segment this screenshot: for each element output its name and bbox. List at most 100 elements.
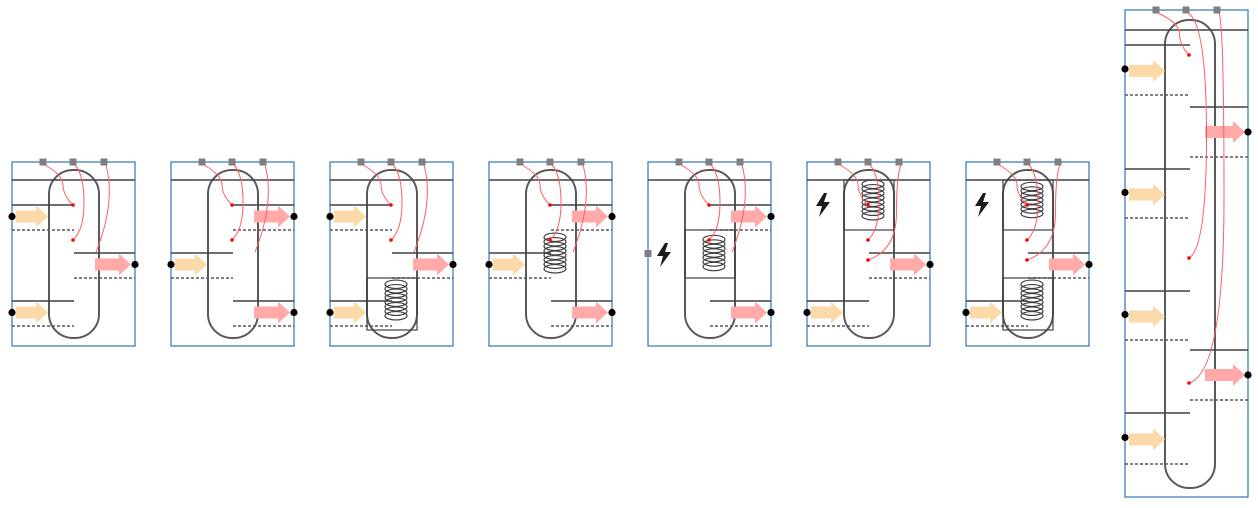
sensor-port bbox=[1213, 6, 1221, 14]
sensor-port bbox=[895, 158, 903, 166]
coil-heat-exchanger bbox=[543, 232, 567, 274]
sensor-point bbox=[389, 203, 393, 207]
sensor-point bbox=[866, 238, 870, 242]
sensor-wire bbox=[867, 164, 880, 241]
sensor-wire bbox=[1188, 12, 1225, 384]
coil-turn bbox=[543, 259, 567, 270]
connector-dot bbox=[326, 212, 334, 221]
inlet-arrow bbox=[16, 301, 48, 324]
connector-dot bbox=[449, 260, 457, 269]
sensor-port bbox=[387, 158, 395, 166]
sensor-wire bbox=[1187, 12, 1208, 259]
tank-body bbox=[48, 169, 100, 339]
sensor-wire bbox=[413, 164, 428, 253]
heater-compartment bbox=[1002, 277, 1054, 331]
outlet-arrow bbox=[95, 253, 131, 276]
outlet-arrow bbox=[254, 301, 290, 324]
coil-turn bbox=[702, 257, 726, 267]
outlet-arrow bbox=[1205, 121, 1245, 143]
sensor-point bbox=[1187, 256, 1191, 260]
sensor-port bbox=[834, 158, 842, 166]
sensor-point bbox=[1025, 203, 1029, 207]
storage-tank-7 bbox=[962, 158, 1093, 347]
sensor-wire bbox=[203, 164, 233, 206]
sensor-point bbox=[866, 258, 870, 262]
sensor-wire bbox=[708, 164, 721, 241]
sensor-point bbox=[707, 238, 711, 242]
storage-tank-5 bbox=[644, 158, 775, 347]
outlet-arrow bbox=[254, 205, 290, 228]
coil-heat-exchanger bbox=[1020, 279, 1044, 321]
sensor-point bbox=[548, 238, 552, 242]
sensor-point bbox=[1025, 238, 1029, 242]
connector-dot bbox=[290, 308, 298, 317]
sensor-point bbox=[1025, 258, 1029, 262]
tank-body bbox=[207, 169, 259, 339]
connector-dot bbox=[1244, 128, 1252, 136]
sensor-wire bbox=[1026, 164, 1039, 241]
sensor-wire bbox=[72, 164, 85, 241]
connector-dot bbox=[485, 260, 493, 269]
connector-dot bbox=[1121, 310, 1129, 319]
storage-tank-4 bbox=[485, 158, 616, 347]
sensor-port bbox=[357, 158, 365, 166]
coil-turn bbox=[384, 306, 408, 317]
storage-tank-3 bbox=[326, 158, 457, 347]
inlet-arrow bbox=[334, 301, 366, 324]
tank-body bbox=[1164, 19, 1216, 489]
connector-dot bbox=[131, 260, 139, 269]
sensor-port bbox=[1182, 6, 1190, 14]
connector-dot bbox=[8, 212, 16, 221]
storage-tank-8 bbox=[1121, 6, 1252, 498]
sensor-port bbox=[864, 158, 872, 166]
connector-dot bbox=[926, 260, 934, 269]
sensor-wire bbox=[44, 164, 74, 206]
sensor-wire bbox=[572, 164, 587, 253]
sensor-port bbox=[675, 158, 683, 166]
outlet-arrow bbox=[731, 205, 767, 228]
sensor-port bbox=[1054, 158, 1062, 166]
inlet-arrow bbox=[493, 253, 525, 276]
storage-tank-1 bbox=[8, 158, 139, 347]
coil-turn bbox=[384, 310, 408, 321]
sensor-point bbox=[71, 238, 75, 242]
connector-dot bbox=[767, 308, 775, 317]
inlet-arrow bbox=[1129, 428, 1165, 451]
sensor-wire bbox=[731, 164, 746, 253]
sensor-port bbox=[259, 158, 267, 166]
outlet-arrow bbox=[572, 205, 608, 228]
sensor-point bbox=[1187, 53, 1191, 57]
outlet-arrow bbox=[1049, 253, 1085, 276]
lightning-bolt-icon bbox=[657, 243, 671, 267]
connector-dot bbox=[1121, 433, 1129, 442]
connector-dot bbox=[8, 308, 16, 317]
inlet-arrow bbox=[334, 205, 366, 228]
sensor-wire bbox=[254, 164, 269, 253]
inlet-arrow bbox=[970, 301, 1002, 324]
storage-tank-6 bbox=[803, 158, 934, 347]
outlet-arrow bbox=[890, 253, 926, 276]
inlet-arrow bbox=[16, 205, 48, 228]
outlet-arrow bbox=[731, 301, 767, 324]
coil-turn bbox=[1020, 208, 1044, 219]
tank-body bbox=[843, 169, 895, 339]
connector-dot bbox=[290, 212, 298, 221]
outlet-arrow bbox=[413, 253, 449, 276]
connector-dot bbox=[608, 212, 616, 221]
sensor-point bbox=[230, 203, 234, 207]
sensor-wire bbox=[231, 164, 244, 241]
connector-dot bbox=[767, 212, 775, 221]
sensor-port bbox=[644, 250, 652, 257]
sensor-wire bbox=[362, 164, 392, 206]
heater-compartment bbox=[1002, 179, 1054, 231]
sensor-point bbox=[548, 203, 552, 207]
sensor-point bbox=[230, 238, 234, 242]
sensor-port bbox=[1152, 6, 1160, 14]
sensor-wire bbox=[390, 164, 403, 241]
coil-turn bbox=[861, 210, 885, 221]
sensor-port bbox=[39, 158, 47, 166]
connector-dot bbox=[1121, 188, 1129, 197]
sensor-wire bbox=[867, 164, 902, 261]
sensor-point bbox=[1187, 381, 1191, 385]
